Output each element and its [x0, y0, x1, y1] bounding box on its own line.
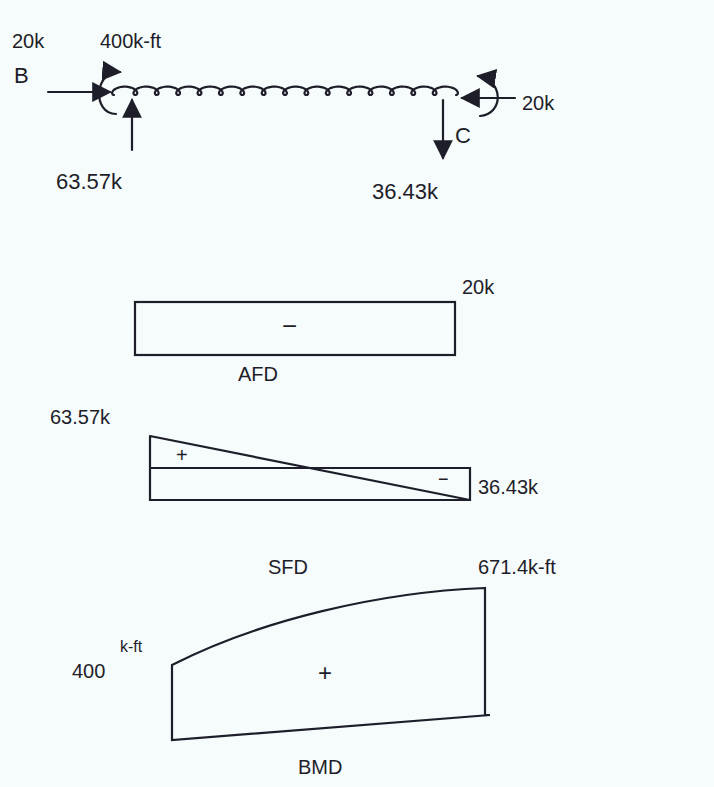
distributed-load-coil — [112, 87, 458, 95]
reaction-arrow — [131, 100, 133, 150]
diagram-title: SFD — [268, 556, 308, 578]
afd-outline — [135, 302, 455, 355]
sign-mark: + — [176, 444, 188, 466]
sign-mark: − — [438, 470, 449, 490]
axial-force-arrow — [48, 91, 110, 93]
axial-value: 20k — [462, 276, 494, 298]
sign-mark: − — [282, 312, 297, 341]
coil-path — [112, 87, 458, 95]
moment-value: 400k-ft — [100, 30, 161, 52]
support-name: C — [455, 124, 471, 148]
reaction-arrow — [442, 100, 444, 158]
force-value: 20k — [12, 30, 44, 52]
moment-arc — [99, 72, 120, 114]
reaction-value: 63.57k — [56, 170, 122, 194]
sign-mark: + — [318, 660, 332, 686]
force-value: 20k — [522, 92, 554, 114]
reaction-value: 36.43k — [372, 180, 438, 204]
diagram-title: BMD — [298, 756, 342, 778]
sfd-outline — [150, 436, 470, 500]
moment-value: 400 — [72, 660, 105, 682]
support-name: B — [14, 64, 29, 88]
shear-value: 36.43k — [478, 476, 538, 498]
unit-text: k-ft — [120, 638, 142, 656]
bmd-outline — [172, 588, 490, 740]
shear-value: 63.57k — [50, 406, 110, 428]
moment-value: 671.4k-ft — [478, 556, 556, 578]
axial-force-arrow — [462, 97, 515, 99]
moment-arc — [478, 76, 498, 116]
diagram-title: AFD — [238, 363, 278, 385]
